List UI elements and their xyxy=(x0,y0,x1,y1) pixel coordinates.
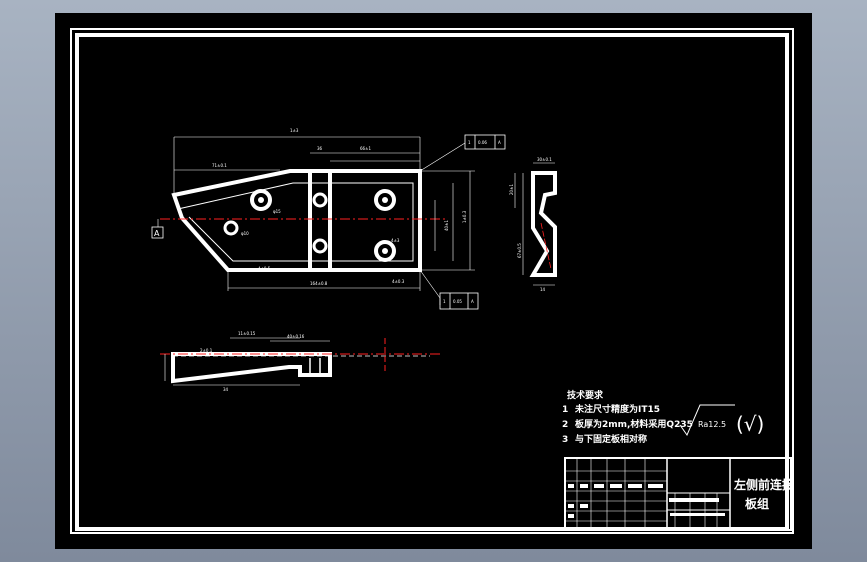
check-symbol: (√) xyxy=(736,412,764,436)
tech-req-num-1: 1 xyxy=(562,405,568,415)
technical-requirements: 技术要求 1 未注尺寸精度为IT15 2 板厚为2mm,材料采用Q235 3 与… xyxy=(562,389,693,445)
outer-border xyxy=(70,28,794,534)
tolerance-frame-bottom: 1 0.05 A xyxy=(439,292,479,310)
datum-box xyxy=(151,226,164,239)
dim-side-bottom: 14 xyxy=(540,287,546,292)
part-name-line1: 左侧前连接 xyxy=(733,477,794,492)
svg-text:0.06: 0.06 xyxy=(478,140,487,145)
drawing-sheet: 1±3 71±0.1 66±1 36 164±0.8 4±0.3 1±0.3 4… xyxy=(70,28,794,534)
part-name-line2: 板组 xyxy=(745,496,769,511)
dim-bottom-view-d: 2±0.1 xyxy=(200,348,213,353)
tech-req-text-2: 板厚为2mm,材料采用Q235 xyxy=(575,418,693,430)
dim-top-mid: 66±1 xyxy=(360,146,371,151)
tech-req-num-3: 3 xyxy=(562,435,568,445)
svg-text:A: A xyxy=(471,299,474,304)
dim-top-left: 71±0.1 xyxy=(212,163,227,168)
svg-text:A: A xyxy=(498,140,501,145)
front-view[interactable]: 1±3 71±0.1 66±1 36 164±0.8 4±0.3 1±0.3 4… xyxy=(151,128,506,310)
dim-side-height: 67±0.5 xyxy=(517,243,522,258)
dim-right-inner: 40±1 xyxy=(444,220,449,231)
svg-text:1: 1 xyxy=(443,299,446,304)
tolerance-frame-top: 1 0.06 A xyxy=(464,134,506,150)
tech-req-title: 技术要求 xyxy=(567,389,604,401)
dim-bottom-right: 4±0.3 xyxy=(392,279,405,284)
title-block[interactable]: 左侧前连接 板组 xyxy=(564,457,794,531)
dim-hole-b: 4±3 xyxy=(391,238,400,243)
svg-text:0.05: 0.05 xyxy=(453,299,462,304)
tech-req-num-2: 2 xyxy=(562,420,568,430)
cad-viewport[interactable]: 1±3 71±0.1 66±1 36 164±0.8 4±0.3 1±0.3 4… xyxy=(55,13,812,549)
dim-side-top: 20±1 xyxy=(509,184,514,195)
tech-req-text-3: 与下固定板相对称 xyxy=(575,433,647,445)
roughness-symbol: Ra12.5 (√) xyxy=(679,404,764,437)
dim-bottom-overall: 164±0.8 xyxy=(310,281,328,286)
dim-bottom-view-a: 11±0.15 xyxy=(238,331,256,336)
tech-req-text-1: 未注尺寸精度为IT15 xyxy=(574,403,660,415)
side-view[interactable]: 30±0.1 67±0.5 20±1 14 xyxy=(509,157,557,292)
dim-hole-a: 4±0.5 xyxy=(258,266,271,271)
dim-hole-c: φ15 xyxy=(273,209,281,214)
dim-hole-d: φ10 xyxy=(241,231,249,236)
dim-side-width: 30±0.1 xyxy=(537,157,552,162)
dim-bottom-view-c: 34 xyxy=(223,387,229,392)
svg-text:1: 1 xyxy=(468,140,471,145)
dim-bottom-view-b: 40±0.16 xyxy=(287,334,305,339)
dim-right-height: 1±0.3 xyxy=(462,210,467,223)
dim-overall-width: 1±3 xyxy=(290,128,299,133)
dim-left-mid: 36 xyxy=(317,146,323,151)
bottom-view[interactable]: 11±0.15 40±0.16 34 2±0.1 xyxy=(160,331,440,392)
inner-border xyxy=(75,33,789,531)
datum-label: A xyxy=(154,229,160,238)
roughness-value: Ra12.5 xyxy=(698,420,726,429)
